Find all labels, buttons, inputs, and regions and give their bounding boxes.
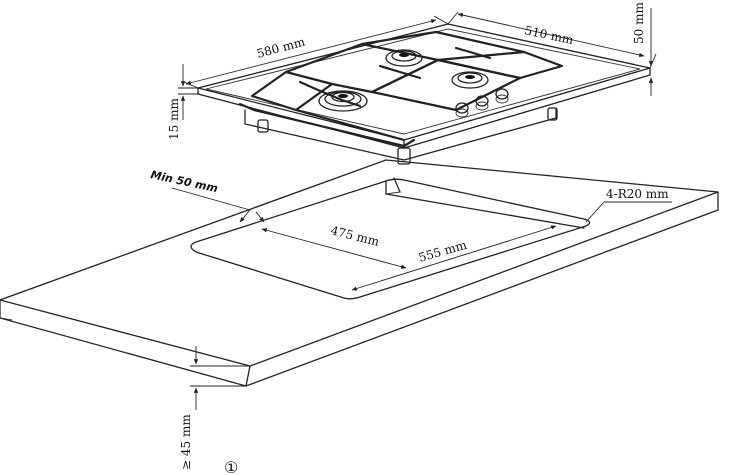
hob-foot xyxy=(397,147,411,165)
cutout-width-label: 555 mm xyxy=(417,238,469,265)
height-top-label: 50 mm xyxy=(632,2,646,44)
dimension-cutout-width: 555 mm xyxy=(351,225,557,291)
dimension-min-gap: Min 50 mm xyxy=(149,168,265,223)
cutout-depth-label: 475 mm xyxy=(329,223,381,249)
dimension-worktop-thickness: ≥ 45 mm xyxy=(179,346,250,470)
step-mark: ① xyxy=(224,458,238,475)
dimension-thickness: 15 mm xyxy=(167,64,198,140)
depth-label: 580 mm xyxy=(255,34,307,60)
dimension-cutout-depth: 475 mm xyxy=(261,223,407,269)
dimension-width: 510 mm xyxy=(447,11,657,69)
cutout-outline xyxy=(190,178,591,300)
dimension-corner-radius: 4-R20 mm xyxy=(585,187,672,223)
hob-foot xyxy=(257,119,269,133)
cutout xyxy=(190,177,591,300)
burner-right xyxy=(451,71,489,89)
burner-large xyxy=(318,90,368,112)
dimension-height-top: 50 mm xyxy=(632,2,654,96)
corner-radius-label: 4-R20 mm xyxy=(606,187,669,201)
hob-top-plate xyxy=(197,23,651,141)
width-label: 510 mm xyxy=(523,23,575,47)
hob-thickness xyxy=(197,67,651,149)
worktop-thickness-label: ≥ 45 mm xyxy=(179,414,193,470)
thickness-label: 15 mm xyxy=(167,98,181,140)
hob-foot xyxy=(547,107,558,121)
hob: 580 mm 510 mm 50 mm 15 mm xyxy=(167,2,657,165)
control-knobs xyxy=(455,88,509,118)
worktop-front-edge xyxy=(0,299,251,387)
hob-body xyxy=(244,107,557,161)
worktop: Min 50 mm 475 mm 555 mm 4-R20 mm ≥ 45 mm xyxy=(0,159,719,475)
dimension-depth: 580 mm xyxy=(183,15,449,89)
